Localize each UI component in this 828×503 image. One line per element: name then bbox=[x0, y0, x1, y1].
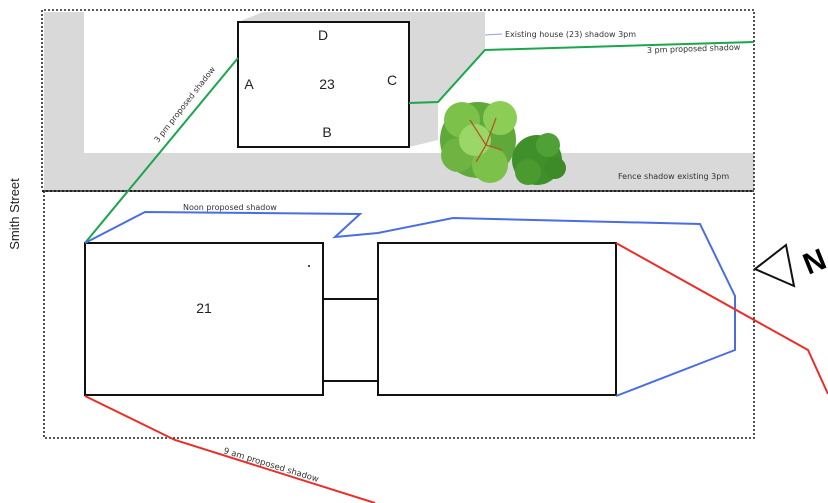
lot-21-boundary bbox=[43, 190, 755, 439]
house-23-side-c: C bbox=[387, 72, 397, 88]
house-21-east-building bbox=[377, 242, 617, 396]
house-21-number: 21 bbox=[196, 300, 212, 316]
house-23-side-a: A bbox=[244, 76, 254, 92]
fence-shadow bbox=[84, 153, 754, 190]
am-shadow-east-line bbox=[615, 242, 828, 395]
noon-proposed-shadow-label: Noon proposed shadow bbox=[183, 203, 277, 212]
small-dot-mark bbox=[308, 265, 310, 267]
house-23-outline bbox=[237, 21, 410, 148]
north-arrow-icon bbox=[753, 243, 796, 288]
house-23-side-d: D bbox=[318, 27, 328, 43]
existing-house-23-shadow bbox=[238, 12, 485, 147]
existing-shadow-pointer bbox=[484, 33, 503, 36]
tree-icon bbox=[440, 101, 566, 185]
existing-shadow-area bbox=[44, 12, 754, 190]
house-23-side-b: B bbox=[322, 124, 331, 140]
am-shadow-bottom-line bbox=[84, 395, 376, 503]
am-proposed-shadow-label: 9 am proposed shadow bbox=[222, 446, 320, 485]
pm-shadow-top-line bbox=[408, 41, 755, 104]
street-name: Smith Street bbox=[7, 178, 22, 250]
house-23-number: 23 bbox=[319, 76, 335, 92]
fence-shadow-label: Fence shadow existing 3pm bbox=[618, 172, 729, 181]
pm-proposed-shadow-diagonal-label: 3 pm proposed shadow bbox=[152, 65, 217, 145]
noon-shadow-line bbox=[84, 210, 736, 397]
pm-proposed-shadow-top-label: 3 pm proposed shadow bbox=[647, 43, 741, 55]
lot-23-boundary bbox=[44, 9, 755, 190]
house-21-west-building bbox=[84, 242, 324, 396]
left-fence-shadow bbox=[44, 12, 84, 190]
existing-house-shadow-label: Existing house (23) shadow 3pm bbox=[505, 30, 636, 39]
north-letter: N bbox=[799, 243, 828, 282]
pm-shadow-diagonal-line bbox=[84, 57, 239, 244]
